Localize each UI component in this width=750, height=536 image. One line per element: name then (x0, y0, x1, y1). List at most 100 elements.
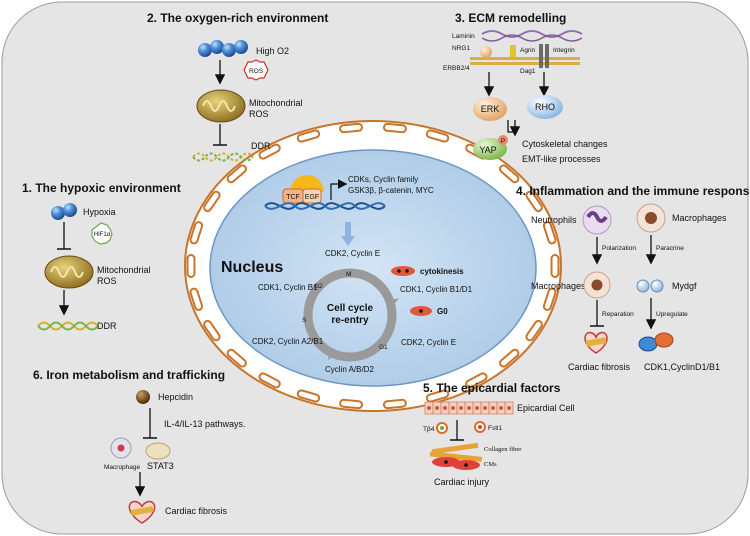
label-cdk1-cyclinb1d1: CDK1, Cyclin B1/D1 (400, 285, 473, 294)
membrane-capsule (226, 348, 247, 368)
label-cdk2-top: CDK2, Cyclin E (325, 249, 380, 258)
yap-node (473, 138, 507, 160)
mito-ros-hypoxic-1: Mitochondrial (97, 265, 151, 275)
mitochondria-icon-hypoxic (44, 255, 94, 289)
agrin-label: Agrin (520, 47, 536, 54)
stat3-icon (145, 442, 171, 460)
macrophage-icon-top (636, 203, 666, 233)
target-genes-line1: CDKs, Cyclin family (348, 175, 418, 184)
membrane-capsule (499, 348, 520, 368)
cytokinesis-cell (391, 266, 415, 276)
fstl1-icon (474, 421, 486, 433)
ddr-label-hypoxic: DDR (97, 321, 117, 331)
dna-helix (264, 202, 386, 210)
membrane-capsule (189, 287, 204, 311)
cell-cycle-center-line1: Cell cycle (327, 303, 374, 314)
epicardial-nucleus (475, 406, 479, 410)
fibrotic-heart-icon-iron (128, 500, 156, 524)
section-iron-title: 6. Iron metabolism and trafficking (33, 368, 225, 382)
cell-cycle-ring (303, 268, 399, 362)
membrane-capsule (382, 398, 407, 410)
laminin-fiber (481, 30, 583, 38)
membrane-capsule (550, 254, 560, 278)
o2-molecules (198, 40, 248, 57)
membrane-capsule (465, 372, 488, 389)
tcf-egf-complex: TCF EGF (282, 175, 324, 204)
mydgf-label: Mydgf (672, 281, 697, 291)
emt-label: EMT-like processes (522, 154, 601, 164)
membrane-capsule (189, 221, 204, 245)
epicardial-nucleus (435, 406, 439, 410)
neutrophils-label: Neutrophils (531, 215, 577, 225)
tb4-label: Tβ4 (423, 426, 435, 433)
section-oxygen-title: 2. The oxygen-rich environment (147, 11, 328, 25)
label-cdk1-cyclinb1: CDK1, Cyclin B1 (258, 283, 318, 292)
epicardial-nucleus (443, 406, 447, 410)
nrg1-ligand (480, 46, 492, 58)
tb4-icon (436, 422, 448, 434)
label-cdk2-cycline-right: CDK2, Cyclin E (401, 338, 456, 347)
rho-label: RHO (535, 102, 555, 112)
polarization-label: Polarization (602, 245, 636, 252)
collagen-cms-stack (429, 442, 483, 470)
section-epicardial-title: 5. The epicardial factors (423, 381, 561, 395)
laminin-label: Laminin (452, 33, 475, 40)
phospho-icon (498, 135, 508, 145)
mito-ros-hypoxic-2: ROS (97, 276, 117, 286)
hif-badge: HIF1α (91, 222, 113, 245)
label-cdk2-cyclina2b1: CDK2, Cyclin A2/B1 (252, 337, 324, 346)
dag1-label: Dag1 (520, 68, 536, 75)
membrane-capsule (542, 287, 557, 311)
membrane-capsule (203, 190, 221, 213)
reparation-label: Reparation (602, 311, 634, 318)
integrin-label: Integrin (553, 47, 575, 54)
epicardial-nucleus (491, 406, 495, 410)
epicardial-nucleus (467, 406, 471, 410)
mydgf-icon (636, 279, 664, 293)
cell-cycle-center-line2: re-entry (331, 315, 369, 326)
g0-cell (410, 306, 432, 316)
membrane-capsule (226, 164, 247, 184)
phase-m: M (346, 271, 351, 278)
epicardial-nucleus (427, 406, 431, 410)
high-o2-label: High O2 (256, 46, 289, 56)
cardiac-fibrosis-label: Cardiac fibrosis (568, 362, 631, 372)
ros-badge: ROS (243, 59, 269, 81)
ecm-membrane (470, 57, 580, 65)
membrane-capsule (203, 319, 221, 342)
membrane-capsule (525, 319, 543, 342)
membrane-capsule (186, 254, 196, 278)
membrane-capsule (258, 143, 281, 160)
transcription-arrow (330, 179, 348, 200)
nrg1-label: NRG1 (452, 45, 470, 52)
ddr-label-top: DDR (251, 141, 271, 151)
macrophage-icon-iron (110, 437, 132, 459)
phase-g2: G2 (314, 283, 323, 290)
section-ecm-title: 3. ECM remodelling (455, 11, 566, 25)
section-hypoxic-title: 1. The hypoxic environment (22, 181, 181, 195)
label-cyclin-abd2: Cyclin A/B/D2 (325, 365, 374, 374)
macrophage-label-iron: Macrophage (104, 464, 141, 471)
fibrotic-heart-icon (584, 331, 608, 354)
cdk1-cyclin-label: CDK1,CyclinD1/B1 (644, 362, 720, 372)
phase-g1: G1 (379, 344, 388, 351)
svg-text:HIF1α: HIF1α (94, 232, 111, 238)
dna-icon-hypoxic (37, 321, 99, 331)
fstl1-label: Fstl1 (488, 425, 502, 432)
erk-node (473, 97, 507, 121)
epicardial-cell-label: Epicardial Cell (517, 403, 575, 413)
membrane-capsule (525, 190, 543, 213)
epicardial-nucleus (483, 406, 487, 410)
neutrophil-icon (582, 205, 612, 235)
phase-s: S (302, 317, 307, 324)
agrin-icon (510, 45, 516, 57)
rho-node (527, 95, 563, 119)
erk-label: ERK (481, 104, 500, 114)
phospho-label: P (501, 139, 505, 145)
yap-label: YAP (479, 145, 496, 155)
label-cytokinesis: cytokinesis (420, 267, 464, 276)
epicardial-nucleus (507, 406, 511, 410)
upregulate-label: Upregulate (656, 311, 688, 318)
egf-label: EGF (305, 194, 319, 201)
